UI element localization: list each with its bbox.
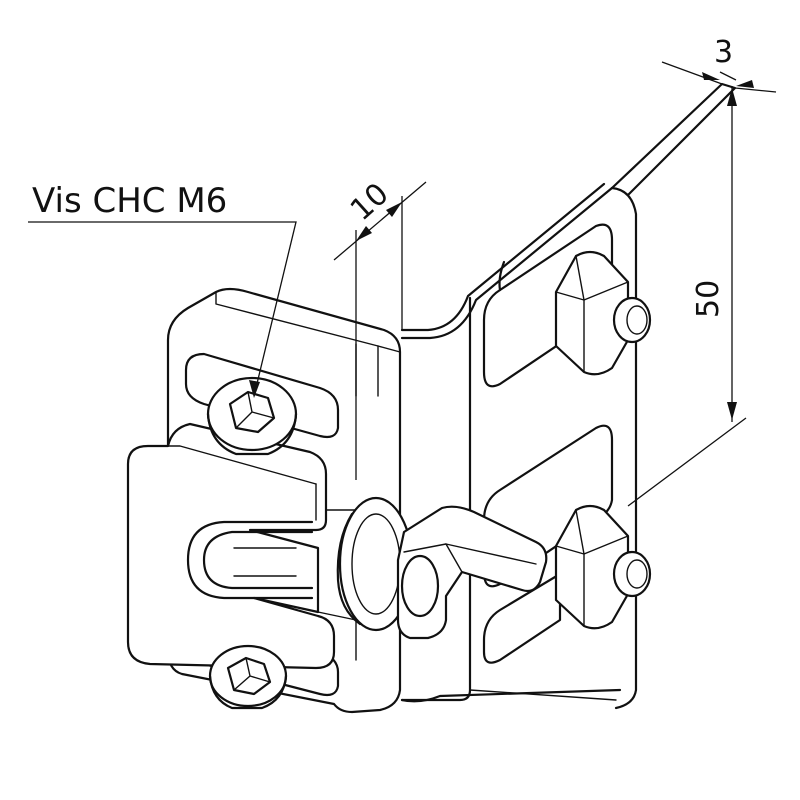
nut-lower (554, 504, 652, 630)
angle-bracket (400, 82, 737, 710)
thickness-dim-label: 3 (714, 35, 733, 70)
nut-upper (498, 250, 652, 376)
height-dim-label: 50 (691, 280, 726, 318)
cap-screw-upper (206, 376, 298, 456)
screw-callout: Vis CHC M6 (28, 181, 297, 398)
offset-dim-label: 10 (344, 176, 396, 228)
cap-screw-lower (208, 644, 288, 710)
dimension-thickness: 3 (661, 35, 777, 93)
screw-label: Vis CHC M6 (32, 181, 227, 221)
dimension-height: 50 (627, 86, 747, 507)
clamp-lever (336, 496, 548, 640)
